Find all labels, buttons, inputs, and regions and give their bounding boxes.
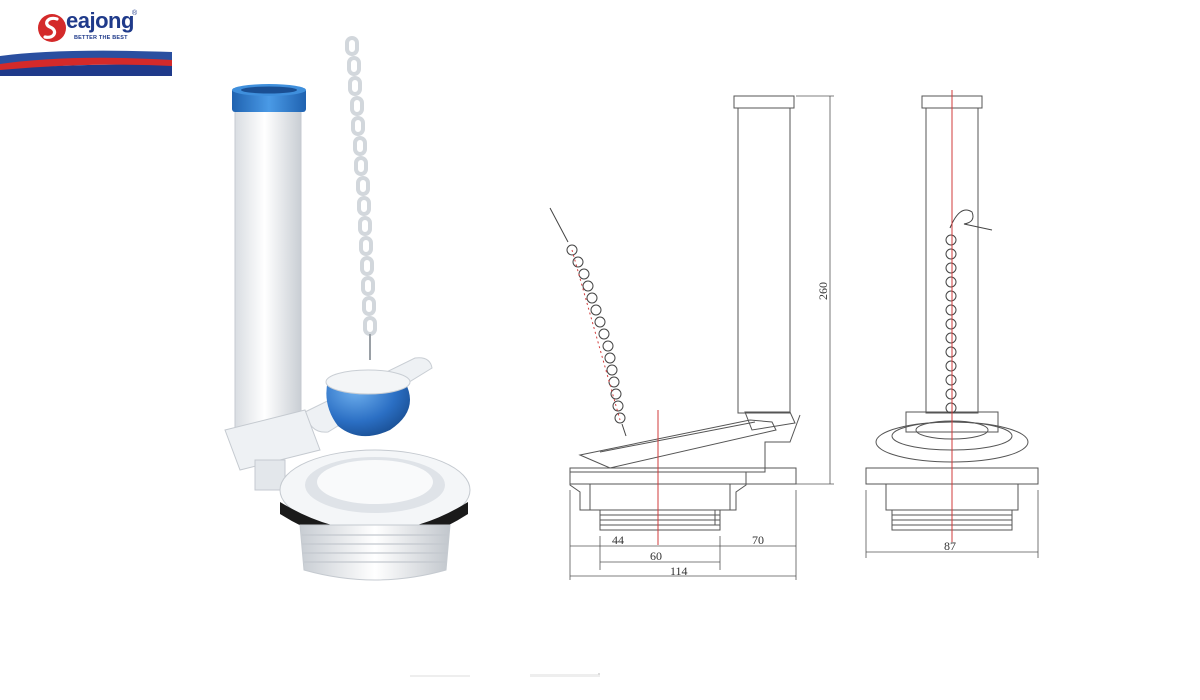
logo-wordmark: eajong [66,8,134,33]
logo-tagline: BETTER THE BEST [74,35,128,41]
technical-drawing: 260 44 60 70 114 87 [549,90,1039,580]
dim-44: 44 [612,533,624,547]
dim-114: 114 [670,564,688,578]
logo-s-mark-icon [38,14,66,42]
logo-wave-graphic [0,50,172,76]
centerlines [571,90,953,545]
dim-height-260: 260 [816,282,830,300]
side-view-chain [945,209,993,414]
front-view-tube [733,95,795,109]
dim-70: 70 [752,533,764,547]
brand-logo: eajong ® BETTER THE BEST [0,0,175,80]
logo-registered-mark: ® [132,10,138,17]
dim-87: 87 [944,539,956,553]
dimension-lines [569,95,1039,580]
overflow-tube [234,99,302,451]
front-view-flapper [578,419,777,469]
front-view-chain [549,207,627,437]
faint-footer-mark [410,673,600,677]
dim-60: 60 [650,549,662,563]
flush-valve-product-image [224,36,471,581]
pull-chain [345,36,377,336]
